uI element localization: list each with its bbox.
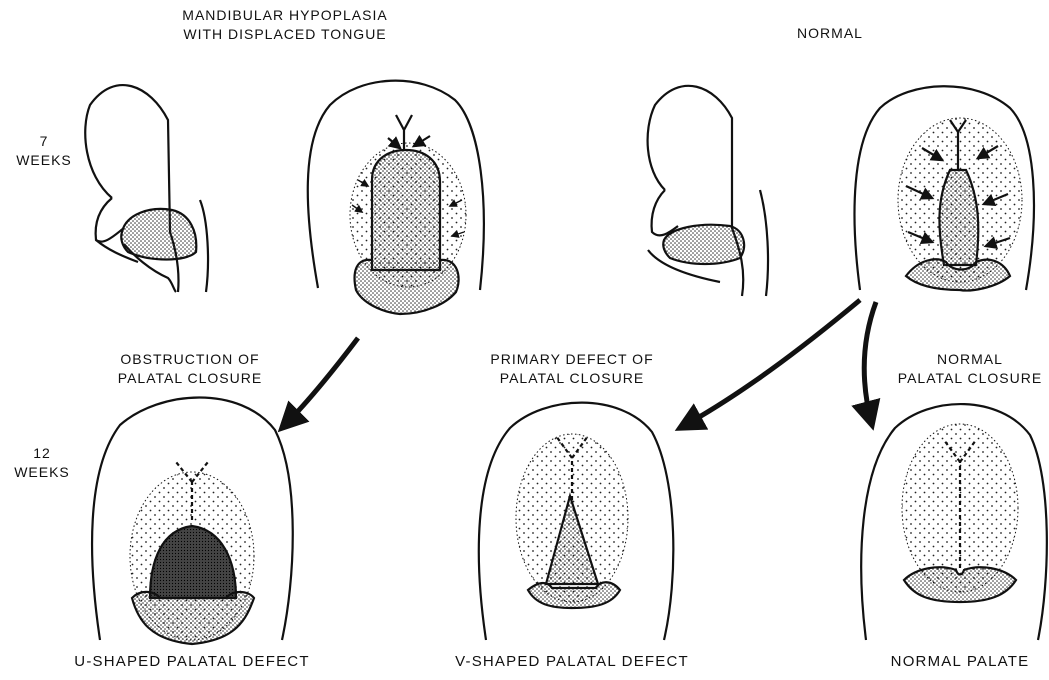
arrow-to-u-shaped	[282, 338, 358, 428]
sagittal-head-normal	[648, 86, 768, 296]
arrow-to-v-shaped	[680, 300, 860, 428]
caption-v-shaped-defect: V-SHAPED PALATAL DEFECT	[455, 652, 689, 671]
caption-u-shaped-defect: U-SHAPED PALATAL DEFECT	[74, 652, 309, 671]
palatal-view-normal-12wk	[861, 404, 1047, 640]
palatal-view-hypoplasia-7wk	[308, 81, 484, 314]
arrow-to-normal	[864, 302, 876, 425]
stage-label-12-weeks: 12 WEEKS	[10, 444, 74, 482]
pathway-label-primary-defect: PRIMARY DEFECT OF PALATAL CLOSURE	[490, 350, 653, 388]
heading-mandibular-hypoplasia: MANDIBULAR HYPOPLASIA WITH DISPLACED TON…	[182, 6, 387, 44]
stage-label-7-weeks: 7 WEEKS	[14, 132, 74, 170]
narrow-tongue	[939, 170, 978, 265]
sagittal-head-hypoplasia	[85, 85, 208, 292]
palatal-view-v-shaped-12wk	[479, 403, 674, 640]
heading-normal: NORMAL	[797, 24, 863, 43]
pathway-label-normal-closure: NORMAL PALATAL CLOSURE	[898, 350, 1042, 388]
palatal-view-normal-7wk	[855, 86, 1034, 290]
tongue-between-shelves	[372, 150, 440, 270]
displaced-tongue	[121, 209, 196, 260]
normal-tongue	[663, 225, 744, 264]
palatal-view-u-shaped-12wk	[92, 398, 293, 645]
pathway-label-obstruction: OBSTRUCTION OF PALATAL CLOSURE	[118, 350, 262, 388]
caption-normal-palate: NORMAL PALATE	[891, 652, 1030, 671]
